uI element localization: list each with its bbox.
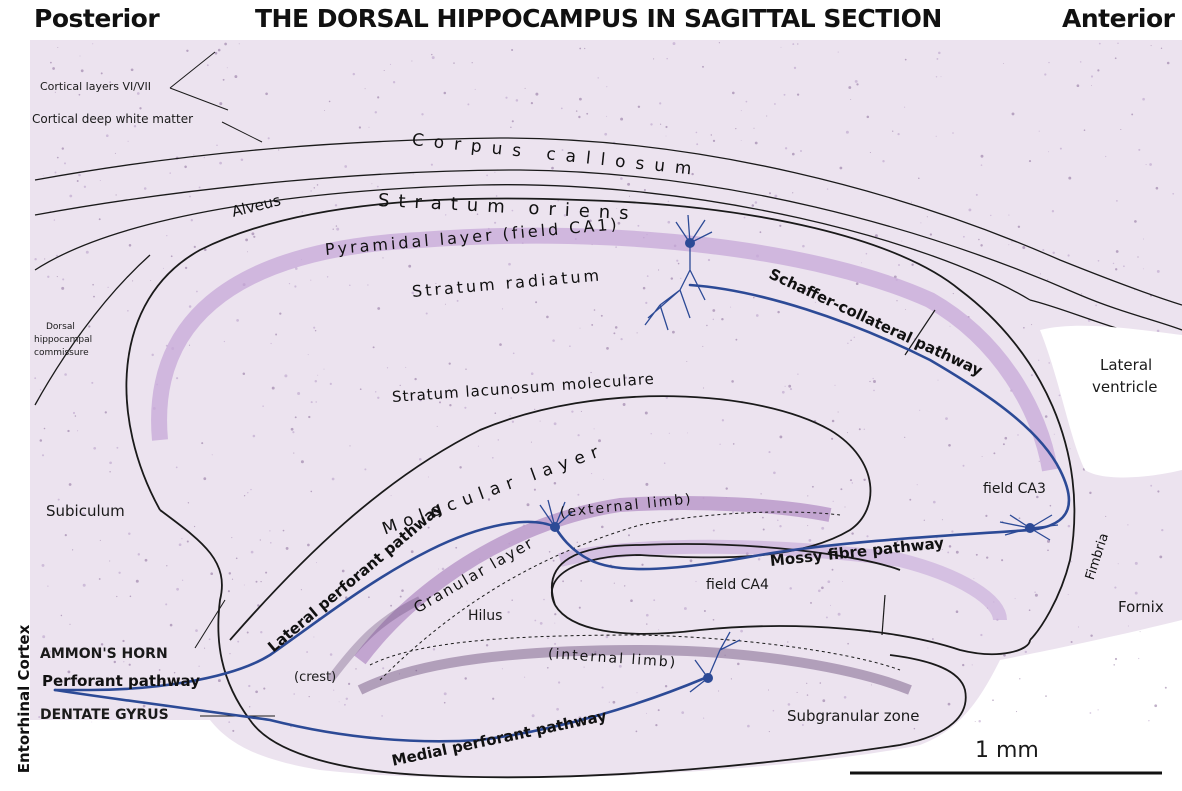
subgranular-zone-label: Subgranular zone <box>787 707 920 725</box>
field-ca4-label: field CA4 <box>706 577 769 593</box>
posterior-label: Posterior <box>34 4 159 33</box>
ventricle-label: ventricle <box>1092 378 1157 396</box>
field-ca3-label: field CA3 <box>983 481 1046 497</box>
lateral-label: Lateral <box>1100 356 1152 374</box>
dentate-gyrus-label: DENTATE GYRUS <box>40 707 169 723</box>
perforant-pathway-label: Perforant pathway <box>42 672 200 690</box>
crest-label: (crest) <box>294 670 336 685</box>
dorsal-label: Dorsal <box>46 322 75 332</box>
ammons-horn-label: AMMON'S HORN <box>40 646 168 662</box>
hilus-label: Hilus <box>468 608 502 624</box>
scale-bar-label: 1 mm <box>975 738 1039 763</box>
fornix-label: Fornix <box>1118 598 1164 616</box>
cortical-layers-label: Cortical layers VI/VII <box>40 80 151 93</box>
ca1-neuron-soma <box>685 238 695 248</box>
subiculum-label: Subiculum <box>46 502 125 520</box>
ca3-neuron-soma <box>1025 523 1035 533</box>
hippocampal-label: hippocampal <box>34 335 92 345</box>
anterior-label: Anterior <box>1062 4 1174 33</box>
cortical-white-matter-label: Cortical deep white matter <box>32 112 193 126</box>
entorhinal-cortex-label: Entorhinal Cortex <box>15 619 33 779</box>
commissure-label: commissure <box>34 348 89 358</box>
diagram-title: THE DORSAL HIPPOCAMPUS IN SAGITTAL SECTI… <box>255 4 942 33</box>
dg-neuron-soma <box>550 522 560 532</box>
medial-neuron-soma <box>703 673 713 683</box>
